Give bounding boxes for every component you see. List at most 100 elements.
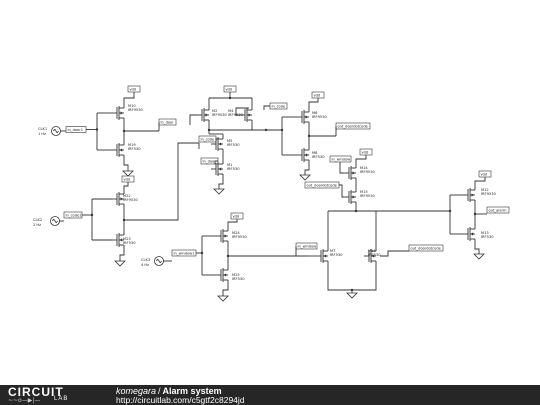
tag-in-window1: in_window1	[171, 249, 197, 257]
svg-text:in_door1: in_door1	[68, 128, 84, 132]
m6-name: M6	[312, 111, 318, 115]
svg-text:out_alarm: out_alarm	[489, 209, 507, 213]
clk2-name: CLK2	[33, 218, 42, 222]
svg-text:vdd: vdd	[314, 94, 321, 98]
m23-name: M23	[123, 237, 131, 241]
m10-part: IRF9530	[128, 108, 143, 112]
m2-symbol	[196, 104, 210, 126]
m8-symbol	[296, 144, 310, 166]
author-link[interactable]: komegara	[116, 386, 157, 396]
svg-text:vdd: vdd	[362, 151, 369, 155]
m24-name: M24	[232, 231, 240, 235]
m12-part: IRF9530	[481, 192, 496, 196]
tag-in-code-m4: in_code	[269, 102, 288, 110]
m12-name: M12	[481, 188, 489, 192]
m25-part: IRF530	[232, 277, 245, 281]
m24-part: IRF9530	[232, 235, 247, 239]
m7-symbol	[315, 245, 329, 267]
tag-vdd-m22: vdd	[121, 175, 135, 183]
svg-text:out_doordotcode: out_doordotcode	[307, 184, 338, 188]
m4-name: M4	[228, 109, 234, 113]
clk2-freq: 2 Hz	[33, 223, 41, 227]
clk3-name: CLK3	[141, 258, 150, 262]
circuitlab-footer: CIRCUIT ~~o—▶|— LAB komegara/Alarm syste…	[0, 385, 540, 405]
m13-part: IRF530	[481, 235, 494, 239]
m6-symbol	[296, 106, 310, 128]
tag-vdd-m2: vdd	[223, 85, 237, 93]
circuit-url-link[interactable]: http://circuitlab.com/c5gtf2c8294jd	[116, 395, 245, 405]
m7-part: IRF530	[330, 253, 343, 257]
circuit-byline: komegara/Alarm system	[116, 386, 222, 396]
m24-symbol	[215, 225, 229, 247]
circuit-title: Alarm system	[162, 386, 222, 396]
circuitlab-logo[interactable]: CIRCUIT ~~o—▶|— LAB	[8, 386, 98, 404]
svg-text:vdd: vdd	[130, 88, 137, 92]
m10-name: M10	[128, 104, 136, 108]
m13-name: M13	[481, 231, 489, 235]
m14-symbol	[343, 162, 357, 184]
m11-part: IRF530	[368, 253, 381, 257]
m11-name: M11	[368, 249, 376, 253]
m15-name: M15	[360, 190, 368, 194]
clk1-source: CLK1 1 Hz	[38, 126, 61, 136]
m2-name: M2	[212, 109, 217, 113]
m5-name: M5	[227, 139, 232, 143]
svg-text:in_window1: in_window1	[174, 252, 195, 256]
m25-symbol	[215, 264, 229, 286]
m19-name: M19	[128, 143, 136, 147]
m7-name: M7	[330, 249, 335, 253]
tag-in-window-m24: in_window	[295, 242, 318, 250]
svg-text:in_code: in_code	[272, 105, 287, 109]
tag-out-alarm: out_alarm	[486, 206, 510, 214]
m15-symbol	[343, 186, 357, 208]
tag-vdd-m14: vdd	[359, 148, 373, 156]
tag-vdd-m10: vdd	[127, 85, 141, 93]
clk2-source: CLK2 2 Hz	[33, 216, 60, 227]
tag-in-door-m10: in_door	[158, 118, 177, 126]
tag-out-doordotcode-m15: out_doordotcode	[304, 181, 340, 189]
logo-diode-icon: ~~o—▶|—	[8, 397, 41, 404]
logo-wordmark-circuit: CIRCUIT	[8, 385, 64, 399]
svg-text:out_doordotcode: out_doordotcode	[411, 247, 442, 251]
tag-in-code-m5: in_code	[198, 135, 217, 143]
svg-text:in_door: in_door	[161, 121, 175, 125]
m22-name: M22	[123, 194, 131, 198]
svg-text:vdd: vdd	[233, 215, 240, 219]
m25-name: M25	[232, 273, 240, 277]
clk3-source: CLK3 4 Hz	[141, 256, 164, 267]
m6-part: IRF9530	[312, 115, 327, 119]
svg-text:vdd: vdd	[124, 178, 131, 182]
m23-part: IRF530	[123, 241, 136, 245]
tag-in-code1: in_code1	[63, 211, 83, 219]
svg-text:in_code: in_code	[201, 138, 216, 142]
byline-separator: /	[158, 386, 161, 396]
m19-symbol	[111, 139, 125, 161]
tag-in-door1: in_door1	[65, 126, 87, 133]
tag-vdd-m12: vdd	[478, 170, 492, 178]
m1-name: M1	[227, 163, 232, 167]
m8-part: IRF530	[312, 155, 325, 159]
clk3-freq: 4 Hz	[141, 263, 149, 267]
clk1-freq: 1 Hz	[38, 132, 46, 136]
m14-name: M14	[360, 166, 368, 170]
m22-part: IRF9530	[123, 198, 138, 202]
m13-symbol	[462, 223, 476, 245]
m2-part: IRF9530	[212, 113, 227, 117]
m12-symbol	[462, 184, 476, 206]
schematic: CLK1 1 Hz in_door1 vdd M10 IRF9530 M19 I…	[33, 85, 510, 302]
m10-symbol	[111, 102, 125, 124]
m14-part: IRF9530	[360, 170, 375, 174]
svg-text:in_door: in_door	[203, 160, 217, 164]
m8-name: M8	[312, 151, 318, 155]
m15-part: IRF9530	[360, 194, 375, 198]
tag-in-window-m14: in_window	[329, 155, 352, 163]
tag-out-doordotcode-m6: out_doordotcode	[335, 122, 371, 130]
svg-text:in_code1: in_code1	[66, 214, 82, 218]
svg-text:out_doordotcode: out_doordotcode	[338, 125, 369, 129]
clk1-name: CLK1	[38, 127, 47, 131]
svg-text:vdd: vdd	[226, 88, 233, 92]
m5-part: IRF530	[227, 143, 240, 147]
logo-wordmark-lab: LAB	[54, 396, 69, 402]
tag-vdd-m24: vdd	[230, 212, 244, 220]
